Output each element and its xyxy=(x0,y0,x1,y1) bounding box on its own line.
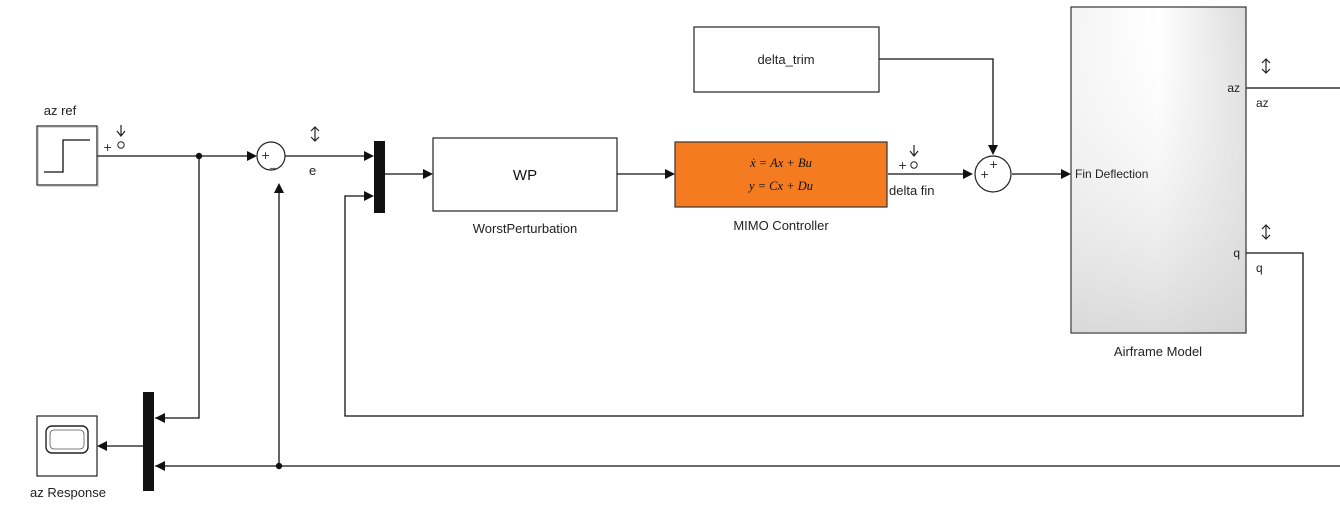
test-point-az xyxy=(1261,58,1271,74)
controller-eq-output: y = Cx + Du xyxy=(747,179,813,193)
arrow-into-controller xyxy=(665,169,675,179)
arrow-into-scope-mux-top xyxy=(155,413,165,423)
airframe-port-fin-deflection: Fin Deflection xyxy=(1075,167,1148,181)
mux1-block[interactable] xyxy=(374,141,385,213)
svg-text:+: + xyxy=(980,168,989,181)
sum1-block[interactable]: + _ xyxy=(256,141,286,171)
scope-label: az Response xyxy=(30,485,106,500)
svg-text:+: + xyxy=(261,149,270,162)
arrow-into-scope xyxy=(97,441,107,451)
svg-text:_: _ xyxy=(269,156,276,169)
step-label: az ref xyxy=(44,103,77,118)
airframe-label: Airframe Model xyxy=(1114,344,1202,359)
test-point-q xyxy=(1261,224,1271,240)
branch-point-az xyxy=(275,462,283,470)
mux2-block[interactable] xyxy=(143,392,154,491)
signal-delta-fin-label: delta fin xyxy=(889,183,935,198)
controller-label: MIMO Controller xyxy=(733,218,829,233)
signal-e-label: e xyxy=(309,163,316,178)
airframe-port-q: q xyxy=(1233,246,1240,260)
arrow-into-wp xyxy=(423,169,433,179)
test-point-azref: + xyxy=(103,125,126,154)
wire-q-feedback[interactable] xyxy=(344,195,1304,417)
wire-delta-trim[interactable] xyxy=(879,58,994,145)
arrow-into-sum2-top xyxy=(988,145,998,155)
arrow-into-mux1 xyxy=(364,151,374,161)
step-block[interactable] xyxy=(36,125,99,187)
scope-block[interactable] xyxy=(36,415,98,477)
airframe-port-az: az xyxy=(1227,81,1240,95)
wire-azref-branch[interactable] xyxy=(155,156,200,419)
wp-label: WorstPerturbation xyxy=(473,221,578,236)
arrow-into-sum1 xyxy=(247,151,257,161)
signal-az-label: az xyxy=(1256,96,1269,110)
svg-text:+: + xyxy=(989,158,998,171)
signal-q-label: q xyxy=(1256,261,1263,275)
svg-text:+: + xyxy=(898,159,907,172)
test-point-e xyxy=(310,126,320,142)
controller-block[interactable]: ẋ = Ax + Bu y = Cx + Du xyxy=(674,141,888,208)
arrow-into-airframe xyxy=(1061,169,1071,179)
arrow-into-sum1-minus xyxy=(274,183,284,193)
arrow-into-sum2 xyxy=(963,169,973,179)
sum2-block[interactable]: + + xyxy=(974,155,1012,193)
test-point-delta-fin: + xyxy=(898,145,919,172)
branch-point-azref xyxy=(195,152,203,160)
controller-eq-state: ẋ = Ax + Bu xyxy=(749,156,812,170)
delta-trim-block[interactable]: delta_trim xyxy=(693,26,880,93)
scope-screen-icon xyxy=(45,425,89,454)
svg-text:+: + xyxy=(103,141,112,154)
arrow-into-mux1-lower xyxy=(364,191,374,201)
airframe-block[interactable]: Fin Deflection az q xyxy=(1070,6,1247,334)
wp-block[interactable]: WP xyxy=(432,137,618,212)
delta-trim-text: delta_trim xyxy=(757,52,814,67)
arrow-into-scope-mux-bottom xyxy=(155,461,165,471)
wp-text: WP xyxy=(513,167,537,184)
